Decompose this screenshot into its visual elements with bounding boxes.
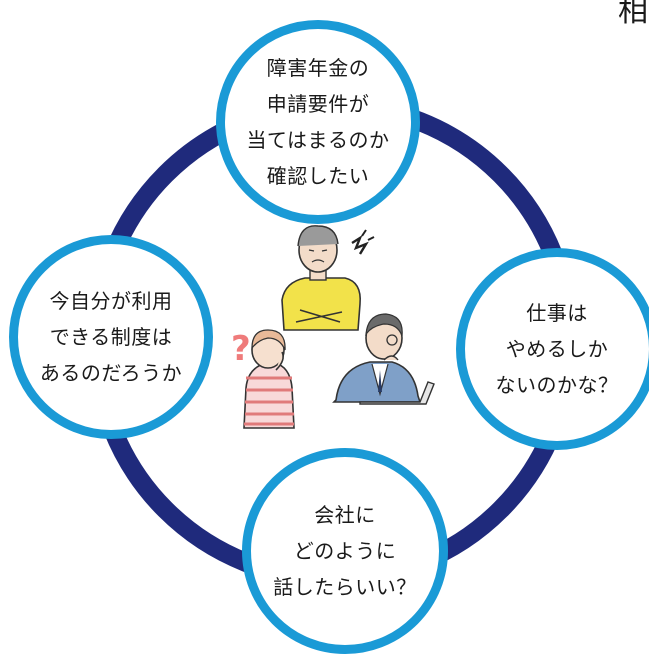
bubble-line: 当てはまるのか bbox=[246, 128, 390, 152]
bubble-line: 申請要件が bbox=[266, 92, 370, 116]
bubble-line: どのように bbox=[293, 539, 397, 563]
concern-bubble-available-systems: 今自分が利用 できる制度は あるのだろうか bbox=[9, 235, 213, 439]
worried-woman-icon bbox=[243, 329, 295, 429]
bubble-line: できる制度は bbox=[49, 325, 173, 349]
bubble-line: 仕事は bbox=[526, 301, 588, 325]
anger-mark-icon bbox=[351, 229, 375, 255]
worried-people-illustration: ? bbox=[231, 225, 435, 429]
bubble-line: 確認したい bbox=[266, 164, 370, 188]
bubble-line: 障害年金の bbox=[266, 56, 370, 80]
worried-man-icon bbox=[281, 225, 362, 331]
concern-bubble-eligibility: 障害年金の 申請要件が 当てはまるのか 確認したい bbox=[216, 20, 420, 224]
concern-bubble-quit-job: 仕事は やめるしか ないのかな？ bbox=[456, 248, 649, 450]
bubble-line: 話したらいい？ bbox=[273, 575, 417, 599]
corner-text-fragment: 相 bbox=[618, 0, 648, 29]
question-mark-icon: ? bbox=[231, 329, 251, 369]
bubble-line: 今自分が利用 bbox=[49, 289, 173, 313]
man-at-laptop-icon bbox=[332, 313, 435, 405]
bubble-line: あるのだろうか bbox=[39, 361, 183, 385]
bubble-line: 会社に bbox=[314, 503, 376, 527]
bubble-line: やめるしか bbox=[505, 337, 609, 361]
concern-bubble-talk-to-company: 会社に どのように 話したらいい？ bbox=[242, 448, 448, 654]
bubble-line: ないのかな？ bbox=[495, 373, 619, 397]
